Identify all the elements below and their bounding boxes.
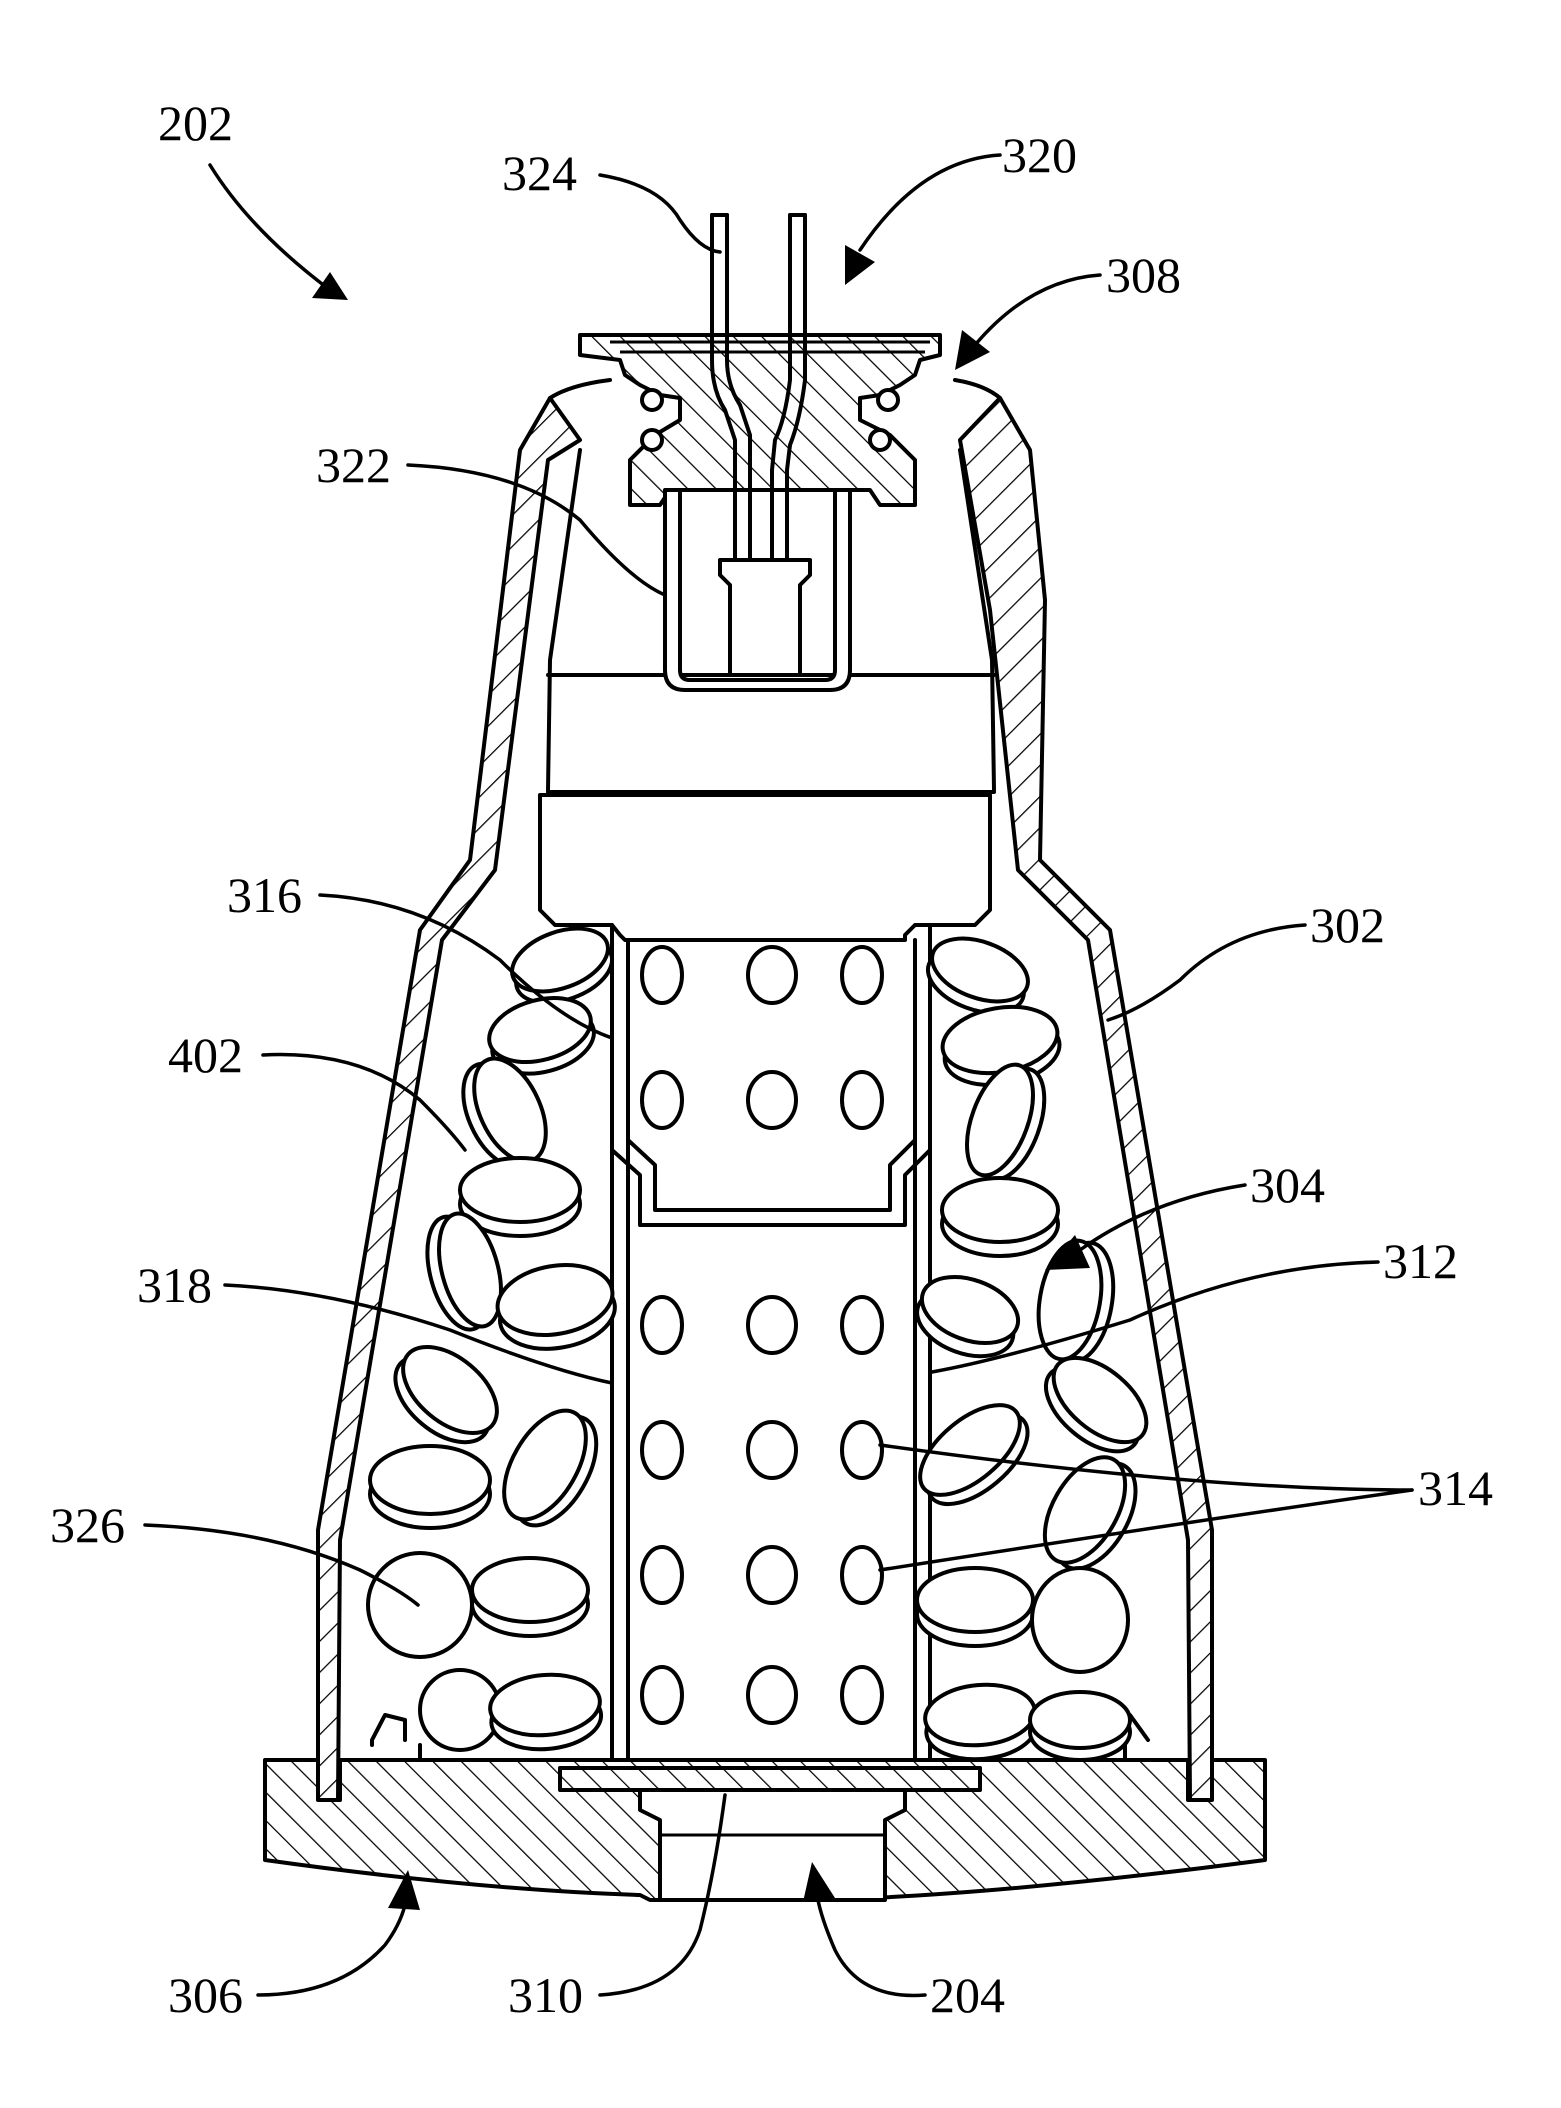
label-306: 306 — [168, 1967, 243, 2023]
label-204: 204 — [930, 1967, 1005, 2023]
label-326: 326 — [50, 1497, 125, 1553]
label-304: 304 — [1250, 1157, 1325, 1213]
label-402: 402 — [168, 1027, 243, 1083]
label-324: 324 — [502, 145, 577, 201]
label-302: 302 — [1310, 897, 1385, 953]
label-312: 312 — [1383, 1233, 1458, 1289]
label-308: 308 — [1106, 247, 1181, 303]
label-320: 320 — [1002, 127, 1077, 183]
label-314: 314 — [1418, 1460, 1493, 1516]
label-318: 318 — [137, 1257, 212, 1313]
label-202: 202 — [158, 95, 233, 151]
label-310: 310 — [508, 1967, 583, 2023]
label-316: 316 — [227, 867, 302, 923]
base — [265, 1760, 1265, 1900]
perforation-holes — [642, 947, 882, 1723]
label-322: 322 — [316, 437, 391, 493]
